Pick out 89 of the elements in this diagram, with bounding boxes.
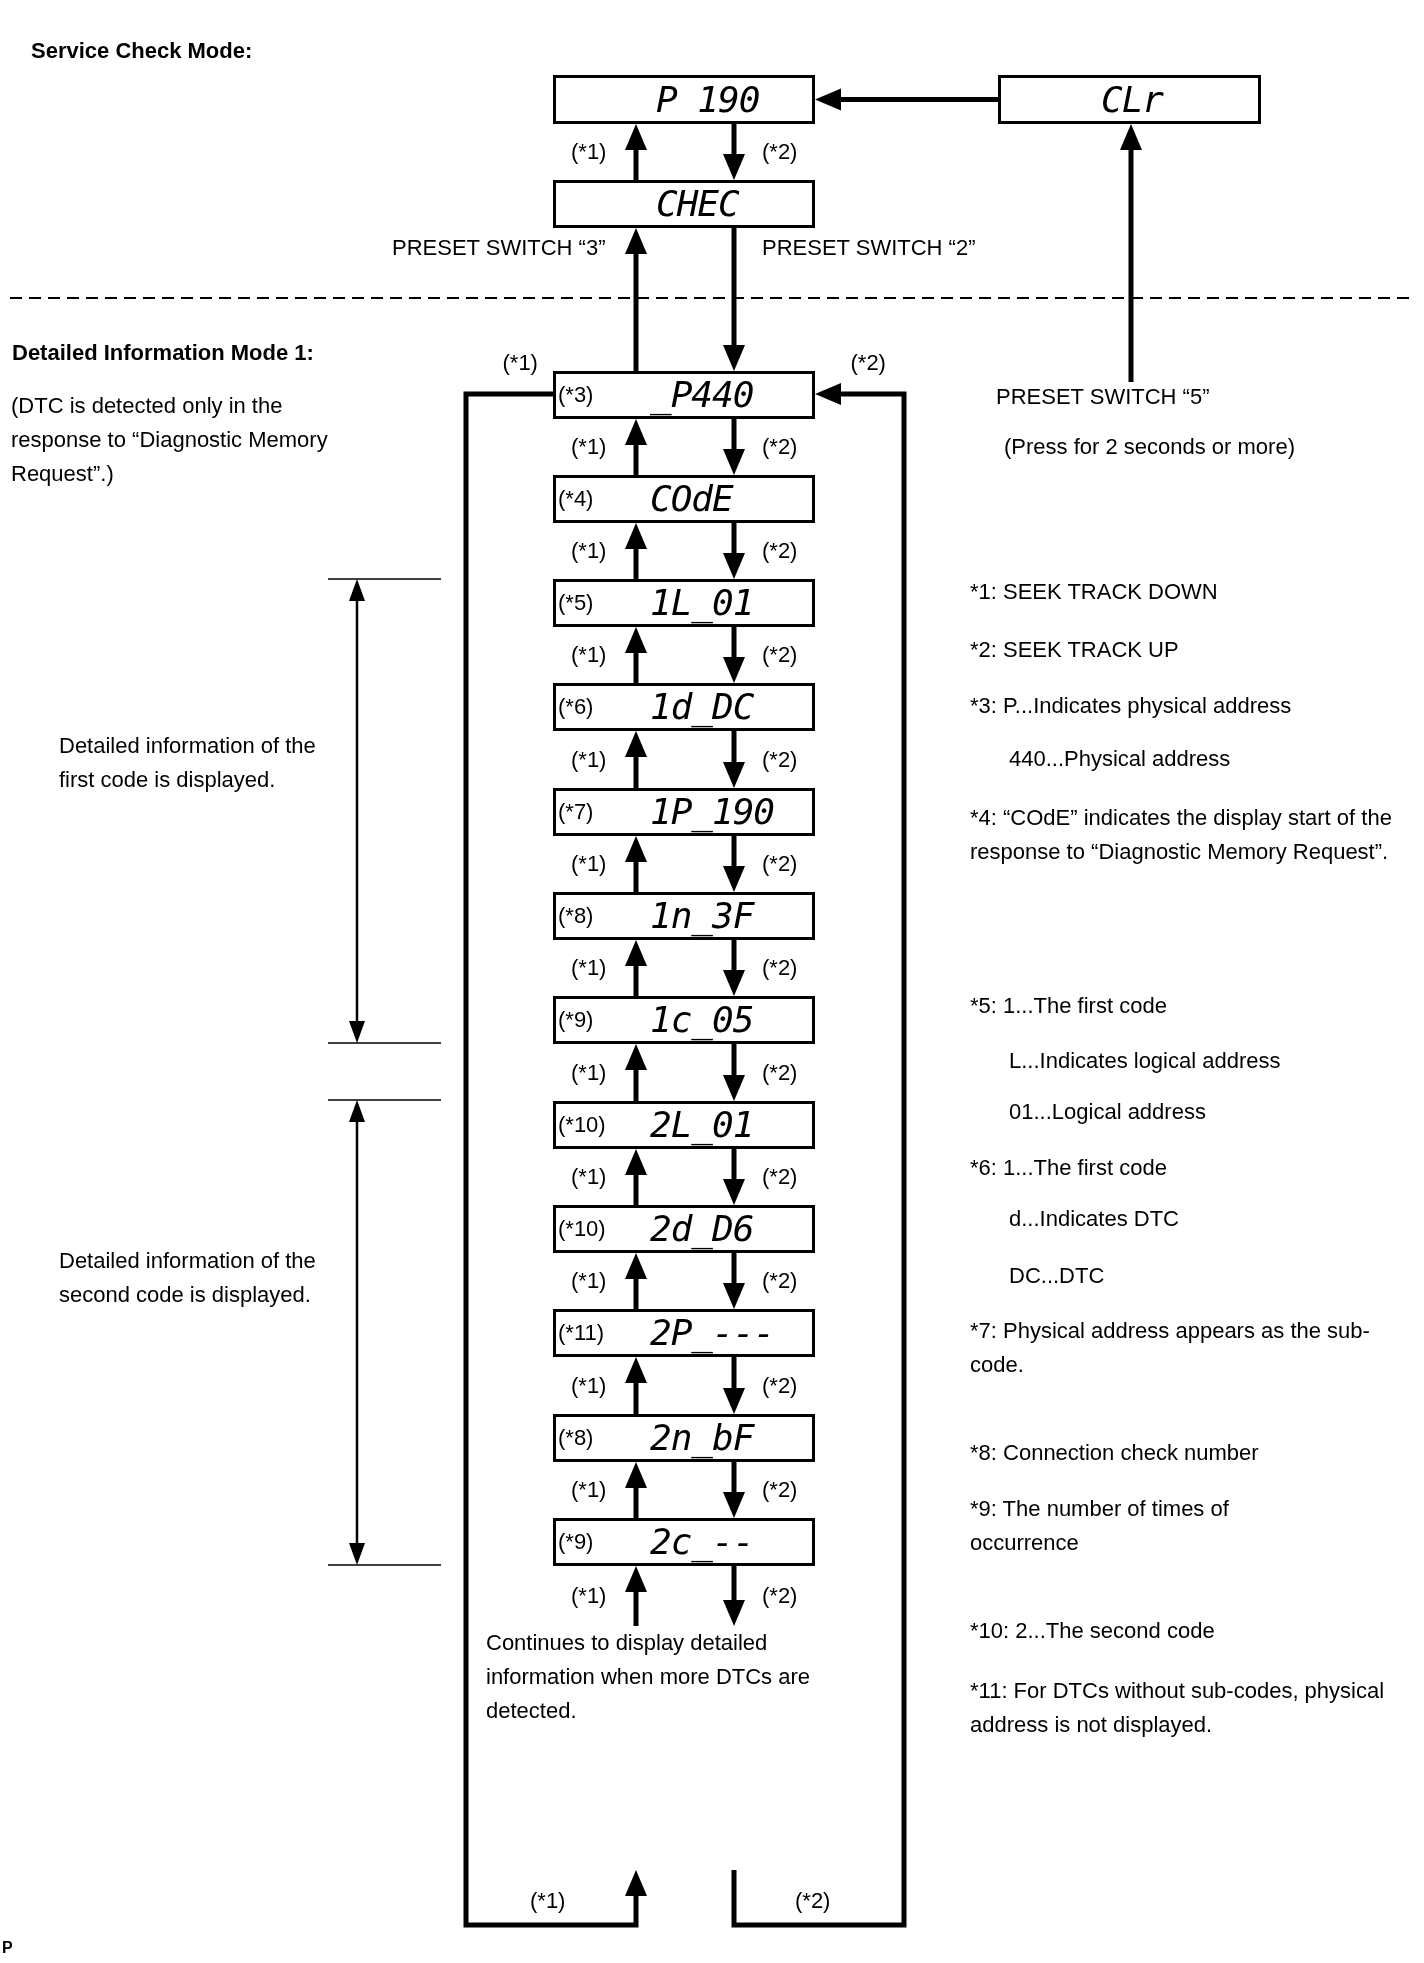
note-text: *3: P...Indicates physical address [970,692,1292,720]
display-readout: CHEC [655,186,739,222]
note-text: Detailed information of the first code is displayed. [59,732,317,794]
display-box [553,683,815,731]
footnote-mark: (*4) [557,486,595,512]
arrow [625,627,647,683]
display-box [553,1101,815,1149]
arrow [625,1462,647,1518]
arrow [625,836,647,892]
note-text: 440...Physical address [1009,745,1231,773]
arrow [625,1149,647,1205]
footnote-mark: (*9) [557,1529,595,1555]
arrow [625,731,647,788]
arrow [625,1253,647,1309]
arrow [723,419,745,475]
footnote-mark: (*3) [557,382,595,408]
note-text: (Press for 2 seconds or more) [1004,433,1296,461]
note-text: DC...DTC [1009,1262,1105,1290]
arrow [625,228,647,371]
arrow [463,391,647,1928]
arrow [723,228,745,371]
note-text: *9: The number of times of occurrence [970,1495,1230,1557]
footnote-mark: (*10) [557,1112,607,1138]
arrow [815,88,998,111]
note-text: (DTC is detected only in the response to “Diagnostic Memory Request”.) [11,392,329,488]
arrow [723,1044,745,1101]
note-text: *2: SEEK TRACK UP [970,636,1179,664]
note-text: d...Indicates DTC [1009,1205,1179,1233]
display-box [553,1205,815,1253]
note-text: *4: “COdE” indicates the display start of the response to “Diagnostic Memory Request”. [970,804,1393,866]
footnote-mark: (*5) [557,590,595,616]
note-text: *11: For DTCs without sub-codes, physical address is not displayed. [970,1677,1386,1739]
display-box [553,996,815,1044]
display-readout: COdE [650,481,733,517]
arrow [723,627,745,683]
arrow [625,1044,647,1101]
arrow [723,836,745,892]
note-text: Detailed information of the second code is displayed. [59,1247,317,1309]
footnote-mark: (*8) [557,903,595,929]
section-heading: Service Check Mode: [31,37,253,65]
display-box [553,1518,815,1566]
section-heading: Detailed Information Mode 1: [12,339,314,367]
note-text: *5: 1...The first code [970,992,1167,1020]
display-box [553,788,815,836]
footnote-mark: (*8) [557,1425,595,1451]
arrow [723,1462,745,1518]
note-text: *1: SEEK TRACK DOWN [970,578,1218,606]
arrow [723,940,745,996]
arrow [625,940,647,996]
display-box [553,892,815,940]
arrow [625,1357,647,1414]
footnote-mark: (*10) [557,1216,607,1242]
arrow [625,124,647,180]
figure-code: P [2,1938,13,1958]
display-box [553,1309,815,1357]
arrow [723,1149,745,1205]
footnote-mark: (*7) [557,799,595,825]
note-text: Continues to display detailed information when more DTCs are detected. [486,1629,811,1725]
arrow [723,1566,745,1626]
note-text: *6: 1...The first code [970,1154,1167,1182]
arrow [723,124,745,180]
display-box [553,180,815,228]
display-box [553,475,815,523]
footnote-mark: (*9) [557,1007,595,1033]
arrow [731,383,907,1928]
note-text: *10: 2...The second code [970,1617,1215,1645]
arrow [723,523,745,579]
note-text: *8: Connection check number [970,1439,1259,1467]
display-box [553,1414,815,1462]
note-text: L...Indicates logical address [1009,1047,1281,1075]
display-readout: P 190 [655,81,760,118]
note-text: (*2) [795,1887,831,1915]
arrow [625,523,647,579]
display-box [553,371,815,419]
note-text: (*1) [530,1887,566,1915]
switch-label: PRESET SWITCH “5” [996,383,1211,411]
arrow [723,1253,745,1309]
arrow [723,1357,745,1414]
note-text: *7: Physical address appears as the sub-code. [970,1317,1371,1379]
note-text: 01...Logical address [1009,1098,1206,1126]
footnote-mark: (*11) [557,1320,606,1346]
display-box [998,75,1261,124]
display-box [553,579,815,627]
arrow [625,1566,647,1626]
display-box [553,75,815,124]
footnote-mark: (*6) [557,694,595,720]
arrow [625,419,647,475]
display-readout: CLr [1100,81,1164,118]
arrow [723,731,745,788]
